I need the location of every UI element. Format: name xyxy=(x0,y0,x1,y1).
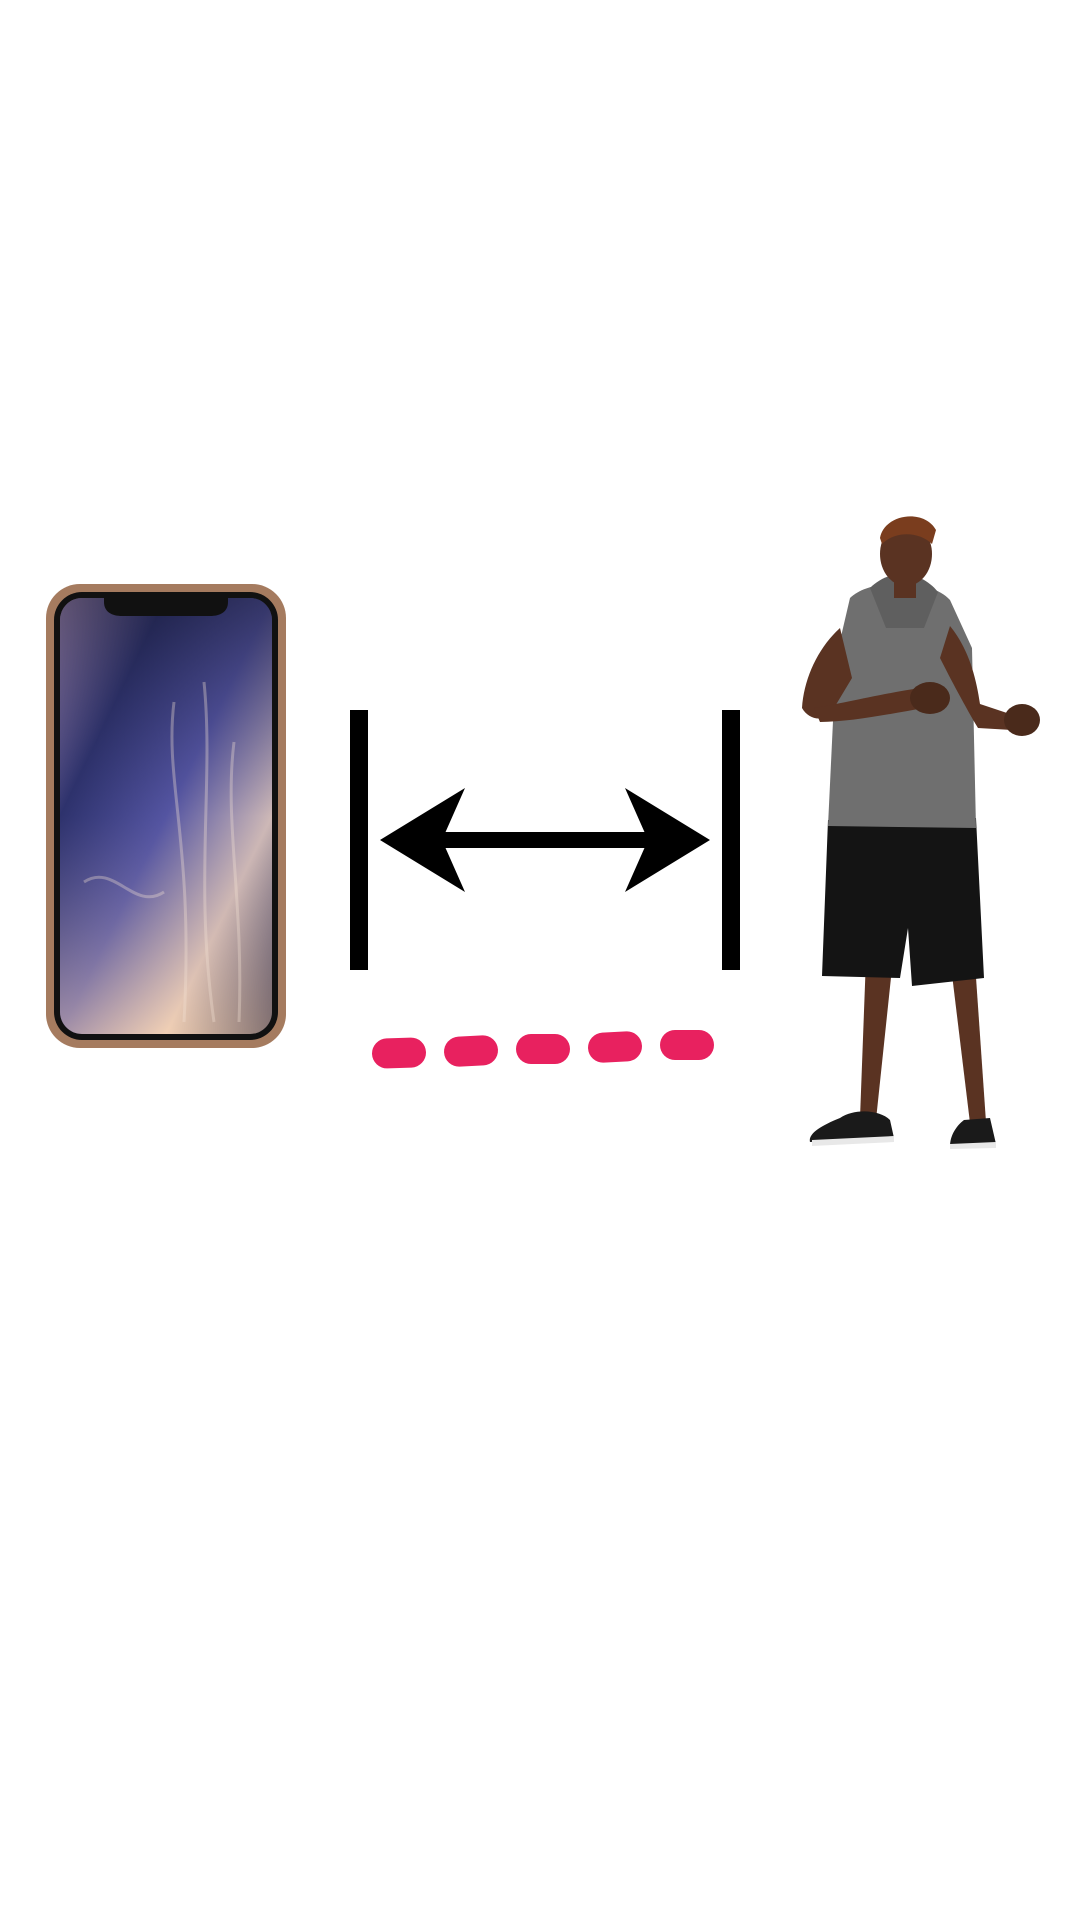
person-boxing-stance-icon xyxy=(802,516,1040,1149)
smartphone-icon xyxy=(46,584,286,1048)
double-arrow-icon xyxy=(350,710,740,970)
dashed-line-icon xyxy=(372,1030,714,1069)
